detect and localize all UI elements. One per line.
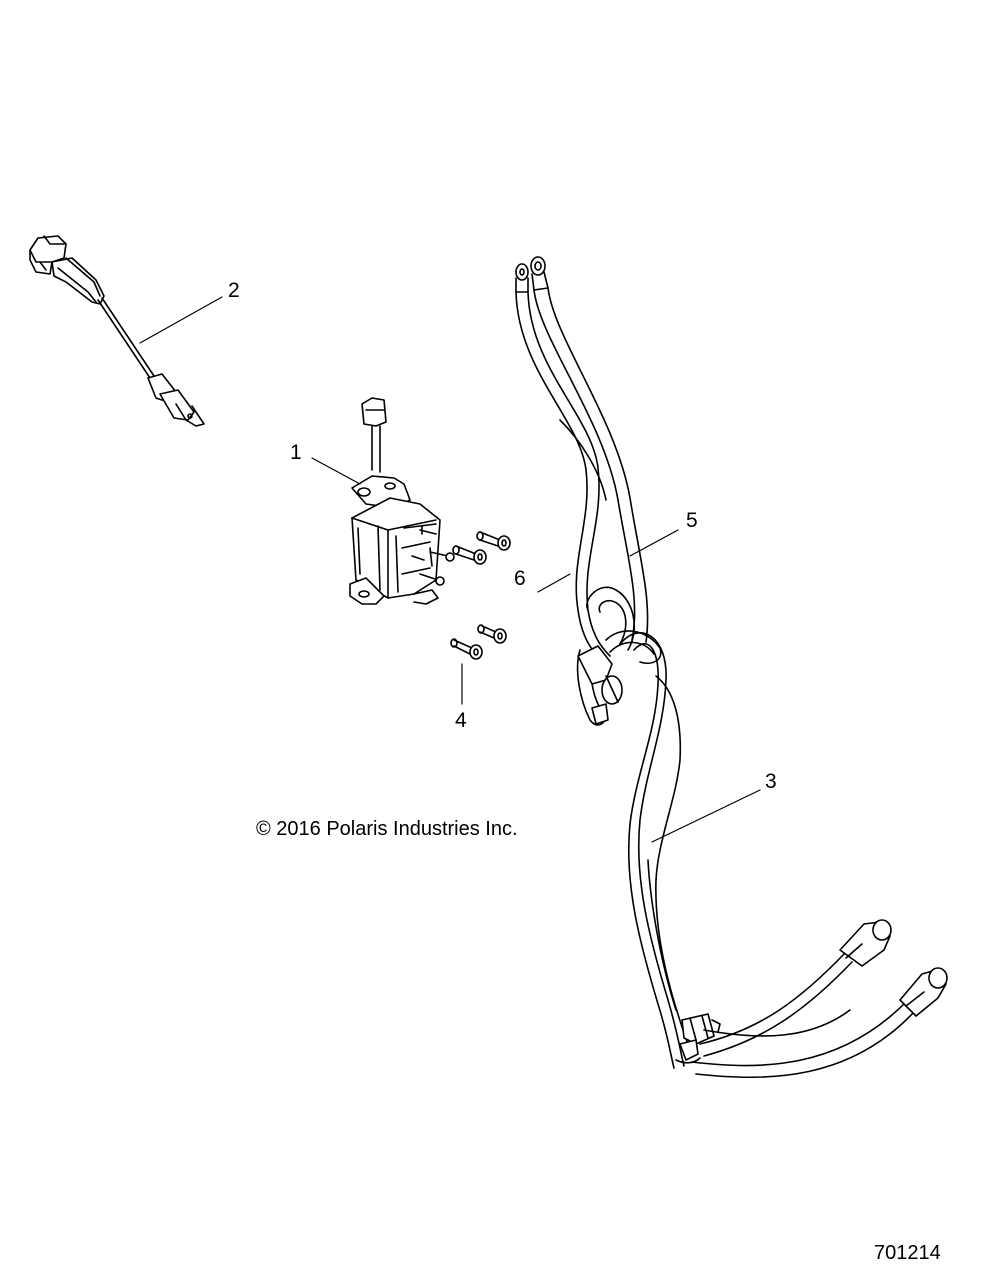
callout-6: 6 [514,567,526,590]
callout-1: 1 [290,441,302,464]
leader-line-5 [630,530,678,556]
leader-line-1 [312,458,360,484]
callout-3: 3 [765,770,777,793]
callout-4: 4 [455,709,467,732]
leader-line-2 [140,297,222,343]
part-4-screws [451,532,510,659]
part-2-switch-lead [30,236,204,426]
copyright-notice: © 2016 Polaris Industries Inc. [256,818,518,840]
leader-line-3 [652,790,760,842]
part-1-control-module [350,398,454,604]
leader-line-6 [538,574,570,592]
diagram-number: 701214 [874,1242,941,1264]
part-5-6-cables [516,257,661,725]
callout-2: 2 [228,279,240,302]
part-3-main-harness [620,633,947,1077]
callout-5: 5 [686,509,698,532]
